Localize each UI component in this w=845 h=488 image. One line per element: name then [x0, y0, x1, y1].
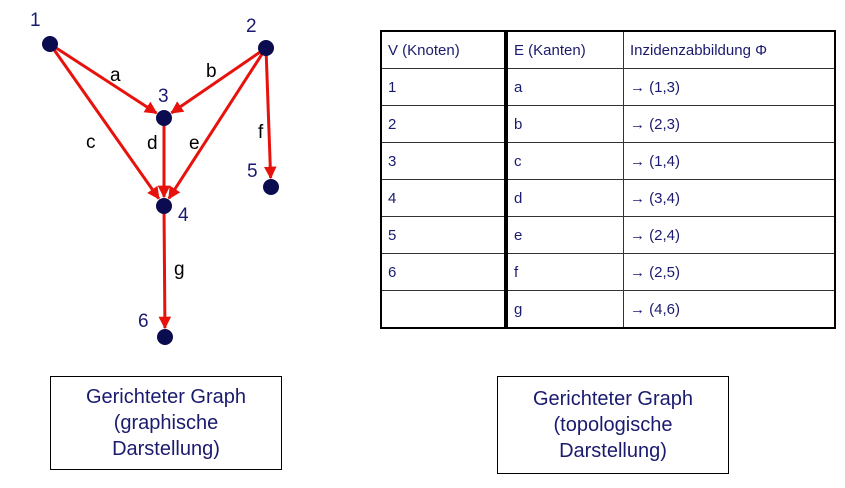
- header-edges: E (Kanten): [504, 30, 624, 69]
- table-row: 5 e → (2,4): [380, 216, 836, 254]
- cell-incidence: → (1,3): [623, 68, 836, 106]
- cell-incidence: → (2,3): [623, 105, 836, 143]
- edge-label-a: a: [110, 65, 121, 86]
- edge-b-arrow: [170, 49, 264, 115]
- directed-graph: a b c d e f g 1 2 3 4 5 6: [30, 10, 279, 345]
- edge-label-g: g: [174, 259, 185, 280]
- table-row: 6 f → (2,5): [380, 253, 836, 291]
- cell-vertex: 2: [380, 105, 507, 143]
- node-2: [258, 40, 274, 56]
- caption-line: Gerichteter Graph: [85, 386, 247, 408]
- edge-c-arrow: [51, 46, 161, 200]
- edge-label-c: c: [86, 132, 96, 153]
- node-3: [156, 110, 172, 126]
- edge-e-arrow: [167, 50, 266, 200]
- cell-edge: c: [504, 142, 624, 180]
- cell-incidence: → (1,4): [623, 142, 836, 180]
- node-label-6: 6: [138, 311, 149, 332]
- edge-g-arrow: [158, 209, 172, 330]
- caption-line: (topologische: [553, 414, 673, 436]
- caption-line: (graphische: [113, 412, 219, 434]
- node-label-2: 2: [246, 16, 257, 37]
- edge-label-f: f: [258, 122, 264, 143]
- table-header-row: V (Knoten) E (Kanten) Inzidenzabbildung …: [380, 30, 836, 69]
- node-label-1: 1: [30, 10, 41, 31]
- node-label-5: 5: [247, 161, 258, 182]
- caption-graphical-representation: Gerichteter Graph (graphische Darstellun…: [50, 376, 282, 470]
- node-4: [156, 198, 172, 214]
- cell-vertex: 1: [380, 68, 507, 106]
- cell-incidence: → (4,6): [623, 290, 836, 329]
- node-label-3: 3: [158, 86, 169, 107]
- cell-vertex: [380, 290, 507, 329]
- caption-line: Darstellung): [559, 440, 667, 462]
- cell-edge: f: [504, 253, 624, 291]
- edge-a-arrow: [52, 44, 158, 115]
- table-row: 2 b → (2,3): [380, 105, 836, 143]
- edge-label-b: b: [206, 61, 217, 82]
- cell-vertex: 5: [380, 216, 507, 254]
- edge-label-e: e: [189, 133, 200, 154]
- node-1: [42, 36, 58, 52]
- table-row: 3 c → (1,4): [380, 142, 836, 180]
- table-row: 4 d → (3,4): [380, 179, 836, 217]
- node-6: [157, 329, 173, 345]
- cell-edge: b: [504, 105, 624, 143]
- header-vertices: V (Knoten): [380, 30, 507, 69]
- caption-topological-representation: Gerichteter Graph (topologische Darstell…: [497, 376, 729, 474]
- node-5: [263, 179, 279, 195]
- cell-incidence: → (2,4): [623, 216, 836, 254]
- cell-vertex: 4: [380, 179, 507, 217]
- node-label-4: 4: [178, 205, 189, 226]
- cell-incidence: → (3,4): [623, 179, 836, 217]
- caption-line: Gerichteter Graph: [532, 388, 694, 410]
- edge-label-d: d: [147, 133, 158, 154]
- cell-incidence: → (2,5): [623, 253, 836, 291]
- cell-edge: e: [504, 216, 624, 254]
- table-row: 1 a → (1,3): [380, 68, 836, 106]
- cell-edge: d: [504, 179, 624, 217]
- cell-edge: a: [504, 68, 624, 106]
- table-row: g → (4,6): [380, 290, 836, 329]
- header-incidence-map: Inzidenzabbildung Φ: [623, 30, 836, 69]
- edge-f-arrow: [263, 51, 277, 180]
- cell-vertex: 6: [380, 253, 507, 291]
- incidence-table: V (Knoten) E (Kanten) Inzidenzabbildung …: [380, 30, 836, 329]
- cell-vertex: 3: [380, 142, 507, 180]
- cell-edge: g: [504, 290, 624, 329]
- caption-line: Darstellung): [112, 438, 220, 460]
